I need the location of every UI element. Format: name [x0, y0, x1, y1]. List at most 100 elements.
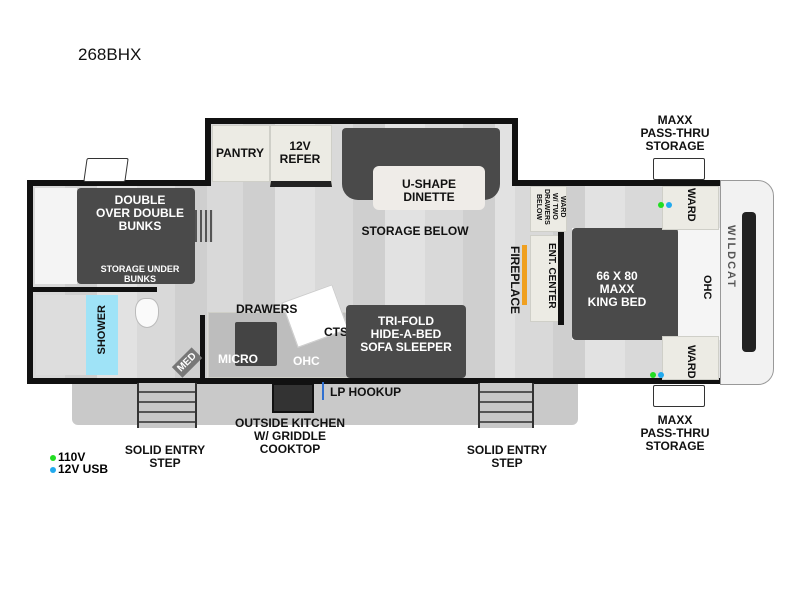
fireplace-label: FIREPLACE [508, 246, 522, 315]
legend: 110V 12V USB [50, 451, 108, 475]
outlets-bottom [650, 365, 666, 383]
text: DRAWERS [543, 189, 550, 225]
wall [512, 180, 722, 186]
drawers-label: DRAWERS [236, 302, 298, 316]
bunk-ladder [195, 210, 213, 242]
wildcat-logo: WILDCAT [725, 225, 737, 289]
pass-thru-door-top [653, 158, 705, 180]
legend-110v: 110V [50, 451, 108, 463]
ent-center-label: ENT. CENTER [546, 243, 557, 309]
110v-outlet-icon [658, 202, 664, 208]
text: DOUBLE [114, 193, 166, 207]
microwave-label: MICRO [218, 352, 258, 366]
text: MAXX [599, 282, 635, 296]
text: KING BED [587, 295, 647, 309]
text: HIDE-A-BED [370, 327, 442, 341]
wall [200, 315, 205, 380]
usb-outlet-icon [666, 202, 672, 208]
text: BELOW [535, 193, 542, 220]
text: COOKTOP [259, 442, 321, 456]
shower-label: SHOWER [96, 305, 108, 355]
wardrobe-drawers [530, 186, 567, 232]
bedroom-ohc-label: OHC [701, 275, 713, 300]
toilet [135, 298, 159, 328]
front-window [742, 212, 756, 352]
storage-below-label: STORAGE BELOW [361, 224, 469, 238]
wall [27, 180, 33, 384]
text: 66 X 80 [596, 269, 638, 283]
text: MAXX [657, 113, 693, 127]
shower [86, 295, 118, 375]
dinette-table [373, 166, 485, 210]
text: BUNKS [123, 274, 156, 284]
wall [205, 118, 211, 186]
entry-step-left [137, 383, 197, 428]
text: PASS-THRU [640, 426, 710, 440]
text: TRI-FOLD [378, 314, 434, 328]
refrigerator [270, 125, 332, 187]
king-bed [572, 228, 678, 340]
text: DINETTE [403, 190, 455, 204]
wall [512, 118, 518, 186]
wall [27, 180, 207, 186]
outlets-top [658, 195, 674, 213]
text: STORAGE UNDER [100, 264, 180, 274]
text: REFER [279, 152, 321, 166]
ward-bottom-label: WARD [685, 345, 697, 379]
text: MAXX [657, 413, 693, 427]
ward-top-label: WARD [685, 188, 697, 222]
wardrobe-bottom [662, 336, 719, 380]
text: W/ GRIDDLE [254, 429, 326, 443]
model-title: 268BHX [78, 45, 142, 64]
text: SOLID ENTRY [466, 443, 548, 457]
cts-label: CTS [324, 325, 348, 339]
text: U-SHAPE [401, 177, 456, 191]
text: PASS-THRU [640, 126, 710, 140]
stove-cooktop [235, 322, 277, 366]
text: OVER DOUBLE [95, 206, 184, 220]
pantry [212, 125, 270, 182]
text: 12V [289, 139, 311, 153]
wall [27, 287, 157, 292]
pass-thru-door-bottom [653, 385, 705, 407]
pantry-label: PANTRY [216, 146, 264, 160]
tub [36, 295, 86, 375]
text: SOLID ENTRY [124, 443, 206, 457]
text: OUTSIDE KITCHEN [234, 416, 345, 430]
usb-dot-icon [50, 467, 56, 473]
outside-kitchen-griddle [272, 383, 314, 413]
text: STORAGE [645, 139, 705, 153]
110v-dot-icon [50, 455, 56, 461]
sofa-sleeper [346, 305, 466, 378]
text: STEP [491, 456, 523, 470]
text: STEP [149, 456, 181, 470]
text: W/ TWO [551, 193, 558, 221]
text: STORAGE [645, 439, 705, 453]
legend-12v-usb: 12V USB [50, 463, 108, 475]
kitchen-ohc-label: OHC [293, 354, 320, 368]
text: BUNKS [118, 219, 162, 233]
wall [27, 378, 722, 384]
bunk-slideout-window [83, 158, 129, 182]
bunks [77, 188, 195, 284]
entry-step-right [478, 383, 534, 428]
110v-outlet-icon [650, 372, 656, 378]
wall [558, 230, 564, 325]
fireplace [522, 245, 527, 305]
text: WARD [559, 196, 566, 218]
wall [205, 118, 517, 124]
bunk-mattress [35, 188, 77, 284]
usb-outlet-icon [658, 372, 664, 378]
